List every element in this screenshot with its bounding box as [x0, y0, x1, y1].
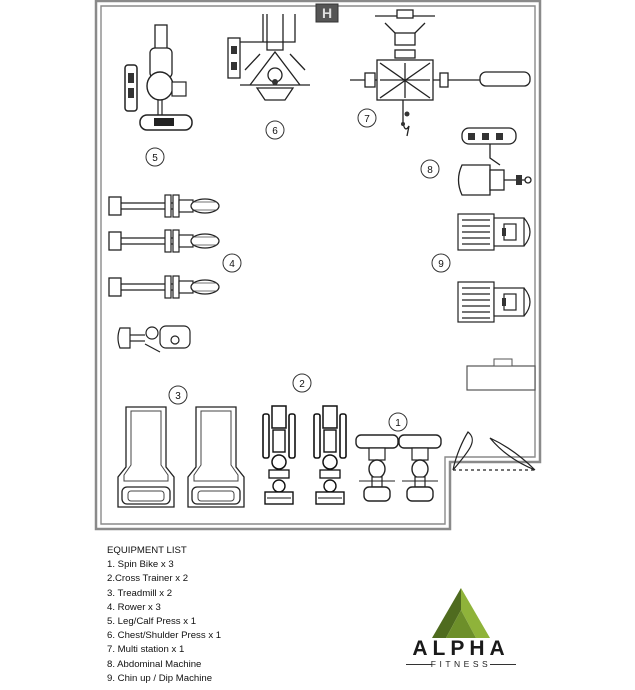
zone-marker-5	[145, 147, 165, 167]
chin-up-dip-machine-top	[457, 213, 531, 251]
zone-label-4: 4	[229, 259, 235, 270]
cross-trainer-2	[313, 405, 347, 505]
treadmill-1	[117, 406, 175, 508]
legend-item: 7. Multi station x 1	[107, 644, 185, 656]
entrance-door	[452, 431, 536, 471]
zone-label-9: 9	[438, 259, 444, 270]
legend-item: 2.Cross Trainer x 2	[107, 573, 189, 585]
zone-marker-2	[292, 373, 312, 393]
multi-station-machine	[350, 9, 531, 137]
equipment-legend: EQUIPMENT LIST 1. Spin Bike x 3 2.Cross …	[107, 544, 221, 686]
logo-mountain-icon	[432, 588, 490, 638]
floor-plan-walls	[94, 0, 542, 531]
chin-up-dip-machine-bottom	[457, 281, 531, 323]
logo-rule-right	[490, 664, 516, 665]
cross-trainer-1	[262, 405, 296, 505]
legend-item: 4. Rower x 3	[107, 601, 161, 613]
zone-label-7: 7	[364, 114, 370, 125]
logo-rule-left	[406, 664, 432, 665]
zone-marker-9	[431, 253, 451, 273]
alpha-fitness-logo: ALPHA FITNESS	[402, 588, 520, 678]
logo-wordmark: ALPHA	[412, 637, 510, 660]
zone-label-6: 6	[272, 126, 278, 137]
abdominal-machine	[457, 127, 532, 196]
spin-bike-1	[355, 434, 399, 502]
zone-marker-7	[357, 108, 377, 128]
legend-title: EQUIPMENT LIST	[107, 545, 187, 556]
legend-item: 9. Chin up / Dip Machine	[107, 672, 213, 684]
chest-shoulder-press-machine	[227, 14, 310, 101]
legend-item: 6. Chest/Shulder Press x 1	[107, 630, 222, 642]
reception-desk	[466, 358, 536, 391]
zone-marker-6	[265, 120, 285, 140]
entrance-marker-label: H	[322, 5, 332, 21]
legend-item: 8. Abdominal Machine	[107, 658, 202, 670]
zone-marker-3	[168, 385, 188, 405]
logo-tagline: FITNESS	[430, 659, 492, 669]
leg-calf-press-machine	[124, 24, 193, 131]
zone-marker-8	[420, 159, 440, 179]
legend-item: 1. Spin Bike x 3	[107, 559, 174, 571]
zone-label-3: 3	[175, 391, 181, 402]
legend-item: 3. Treadmill x 2	[107, 587, 173, 599]
rower-1	[108, 194, 220, 218]
spin-bike-2	[398, 434, 442, 502]
zone-marker-4	[222, 253, 242, 273]
rower-2	[108, 229, 220, 253]
zone-marker-1	[388, 412, 408, 432]
zone-label-2: 2	[299, 379, 305, 390]
rower-3	[108, 275, 220, 299]
legend-item: 5. Leg/Calf Press x 1	[107, 616, 197, 628]
entrance-marker: H	[315, 3, 339, 23]
zone-label-1: 1	[395, 418, 401, 429]
zone-label-8: 8	[427, 165, 433, 176]
zone-label-5: 5	[152, 153, 158, 164]
treadmill-2	[187, 406, 245, 508]
bench-machine	[117, 325, 191, 353]
